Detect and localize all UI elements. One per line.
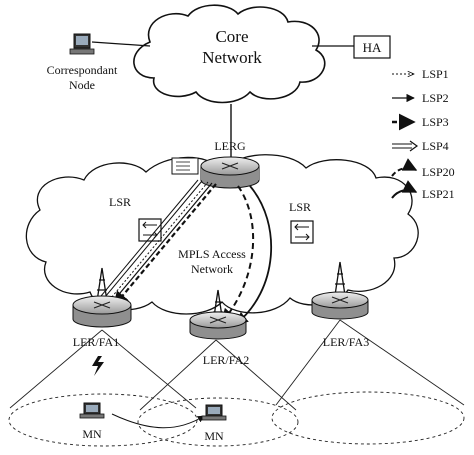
- antenna-icon: [95, 267, 109, 309]
- legend: LSP1 LSP2 LSP3 LSP4 LSP20 LSP21: [391, 67, 455, 201]
- legend-label-lsp3: LSP3: [422, 115, 449, 129]
- antenna-icon: [333, 261, 347, 303]
- access-network-label-line2: Network: [191, 262, 233, 276]
- lsp-bundle-fa1: [95, 179, 217, 308]
- antenna-icon: [211, 289, 225, 331]
- mobile-node-right: MN: [201, 404, 227, 443]
- legend-item-lsp2: LSP2: [392, 91, 449, 105]
- ha-label: HA: [363, 40, 382, 55]
- legend-item-lsp3: LSP3: [392, 113, 449, 131]
- lsr-right-label: LSR: [289, 200, 311, 214]
- lightning-icon: [92, 356, 104, 376]
- mn-right-label: MN: [204, 429, 224, 443]
- fa3-router: LER/FA3: [311, 261, 369, 349]
- fa1-label: LER/FA1: [73, 335, 119, 349]
- lsr-left-label: LSR: [109, 195, 131, 209]
- home-agent: HA: [312, 35, 391, 59]
- fa1-router: LER/FA1: [72, 267, 132, 376]
- legend-label-lsp20: LSP20: [422, 165, 455, 179]
- legend-label-lsp4: LSP4: [422, 139, 449, 153]
- mn-handoff-arrow: [111, 413, 205, 429]
- correspondent-node: Correspondant Node: [47, 33, 151, 92]
- ha-box: [353, 35, 391, 59]
- core-network-cloud: Core Network: [133, 4, 326, 104]
- legend-item-lsp20: LSP20: [391, 158, 455, 179]
- mn-left-label: MN: [82, 427, 102, 441]
- legend-label-lsp2: LSP2: [422, 91, 449, 105]
- fa2-label: LER/FA2: [203, 353, 249, 367]
- mobile-node-left: MN: [79, 402, 105, 441]
- fa3-label: LER/FA3: [323, 335, 369, 349]
- correspondent-label-line2: Node: [69, 78, 95, 92]
- lsp21-path: [235, 185, 273, 325]
- lsr-right: LSR: [289, 200, 314, 244]
- core-network-label-line1: Core: [215, 27, 248, 46]
- access-network-label-line1: MPLS Access: [178, 247, 246, 261]
- legend-item-lsp21: LSP21: [391, 180, 455, 201]
- legend-label-lsp21: LSP21: [422, 187, 455, 201]
- correspondent-label-line1: Correspondant: [47, 63, 118, 77]
- legend-item-lsp4: LSP4: [392, 139, 449, 153]
- computer-icon: [69, 33, 95, 55]
- core-network-label-line2: Network: [202, 48, 262, 67]
- lsp20-path: [221, 185, 255, 324]
- lerg-label: LERG: [214, 139, 246, 153]
- legend-item-lsp1: LSP1: [392, 67, 449, 81]
- lsr-left: LSR: [109, 195, 162, 242]
- fa2-router: LER/FA2: [189, 289, 249, 367]
- legend-label-lsp1: LSP1: [422, 67, 449, 81]
